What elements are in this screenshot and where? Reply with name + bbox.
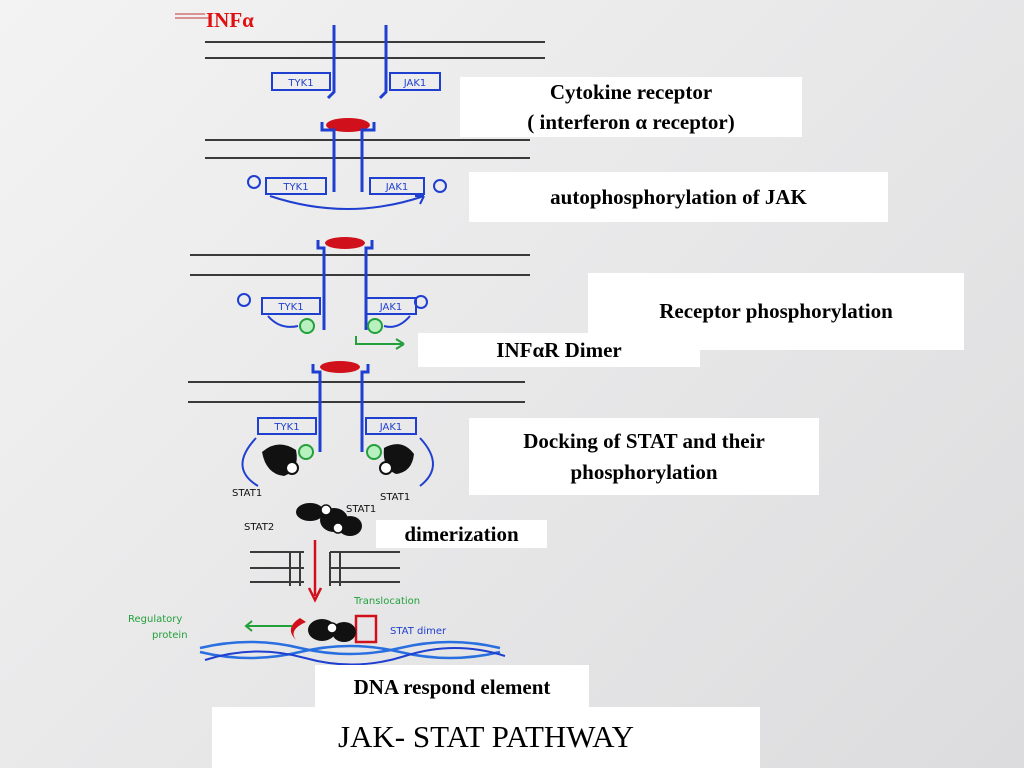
translocation-note: Translocation — [353, 596, 420, 607]
regulatory-protein-box — [354, 614, 378, 644]
nuclear-envelope: Translocation — [250, 540, 420, 607]
phosphorylation-arrow — [267, 315, 299, 328]
receptor-phosphate-icon — [299, 318, 315, 334]
receptor-chain-right — [364, 240, 374, 330]
ligand-blob — [325, 237, 365, 249]
receptor-chain-left — [311, 364, 322, 452]
regulatory-protein-note: Regulatory — [128, 614, 182, 625]
phosphate-icon — [332, 522, 344, 534]
stat-dimer — [296, 503, 324, 521]
stage-4-stat-docking: TYK1 JAK1 STAT1 STAT1 — [188, 361, 525, 503]
regulatory-protein-note: protein — [152, 630, 188, 641]
pathway-title: JAK- STAT PATHWAY — [212, 707, 760, 768]
phosphorylation-arrow — [383, 315, 411, 328]
stat-dimer — [338, 516, 362, 536]
stat2-text: STAT2 — [244, 522, 274, 533]
phosphate-icon — [326, 622, 338, 634]
receptor-chain-left — [316, 240, 326, 330]
cytokine-receptor-label: Cytokine receptor ( interferon α recepto… — [460, 77, 802, 137]
ligand-blob — [320, 361, 360, 373]
stage-5-dimerization: STAT1 STAT2 — [244, 503, 376, 536]
autophosphorylation-text: autophosphorylation of JAK — [550, 184, 807, 209]
stat1-text: STAT1 — [232, 488, 262, 499]
phosphate-icon — [379, 461, 393, 475]
tyk1-box — [257, 417, 317, 435]
nuclear-pore — [250, 551, 304, 586]
cross-arrow — [415, 195, 425, 205]
ligand-scribble — [175, 13, 210, 19]
stage-1-receptor: TYK1 JAK1 — [205, 25, 545, 100]
dna-binding: Regulatory protein STAT dimer — [128, 614, 506, 666]
receptor-chain-right — [360, 364, 370, 452]
tyk1-box — [271, 72, 331, 91]
tyk1-text: TYK1 — [273, 422, 299, 433]
stat-docking-line1: Docking of STAT and their — [523, 429, 765, 454]
stat1-text: STAT1 — [380, 492, 410, 503]
jak1-text: JAK1 — [379, 302, 403, 313]
stat-phosphate-icon — [298, 444, 314, 460]
phosphate-icon — [247, 175, 261, 189]
stat-dimer-on-dna — [332, 622, 356, 642]
receptor-chain-right — [378, 25, 388, 100]
phosphate-icon — [237, 293, 251, 307]
receptor-chain-right — [360, 122, 376, 192]
dimerization-text: dimerization — [404, 521, 519, 546]
dna-strand — [199, 644, 501, 660]
receptor-dimer-label: INFαR Dimer — [418, 333, 700, 367]
cytokine-receptor-line1: Cytokine receptor — [549, 79, 713, 104]
cross-arrow — [269, 195, 425, 210]
jak1-text: JAK1 — [403, 78, 427, 89]
jak1-text: JAK1 — [385, 182, 409, 193]
receptor-phosphate-icon — [367, 318, 383, 334]
tyk1-box — [265, 177, 327, 195]
receptor-phosphorylation-text: Receptor phosphorylation — [659, 299, 893, 324]
receptor-chain-left — [326, 25, 336, 100]
dna-element-text: DNA respond element — [353, 674, 551, 699]
dna-strand — [199, 640, 501, 656]
stat-dimer-note: STAT dimer — [390, 626, 447, 637]
regulatory-arrow — [244, 620, 292, 632]
jak1-box — [369, 177, 425, 195]
stage-3-receptor-phosphorylation: TYK1 JAK1 — [190, 237, 530, 350]
dimer-arrow — [355, 336, 405, 350]
tyk1-box — [261, 297, 321, 315]
translocation-arrowhead — [307, 587, 323, 603]
phosphate-icon — [285, 461, 299, 475]
ligand-blob — [326, 118, 370, 132]
dimerization-label: dimerization — [376, 520, 547, 548]
receptor-dimer-text: INFαR Dimer — [496, 337, 622, 362]
dna-element-label: DNA respond element — [315, 665, 589, 709]
receptor-chain-left — [320, 122, 336, 192]
stat-docking-label: Docking of STAT and their phosphorylatio… — [469, 418, 819, 495]
tyk1-text: TYK1 — [282, 182, 308, 193]
cytokine-receptor-line2: ( interferon α receptor) — [527, 110, 735, 134]
phosphate-icon — [433, 179, 447, 193]
nuclear-pore — [329, 551, 400, 586]
tyk1-text: TYK1 — [287, 78, 313, 89]
stat-phosphate-icon — [366, 444, 382, 460]
phosphate-icon — [414, 295, 428, 309]
stage-2-autophosphorylation: TYK1 JAK1 — [205, 118, 530, 210]
tyk1-text: TYK1 — [277, 302, 303, 313]
jak1-box — [365, 417, 417, 435]
stat-docking-line2: phosphorylation — [570, 459, 718, 484]
stat-docking-arc — [419, 437, 434, 487]
stat-docking-arc — [241, 437, 259, 487]
regulatory-protein — [290, 618, 306, 640]
stat1-text: STAT1 — [346, 504, 376, 515]
jak1-box — [389, 72, 441, 91]
phosphate-icon — [320, 504, 332, 516]
pathway-title-text: JAK- STAT PATHWAY — [337, 719, 635, 755]
dna-strand — [204, 647, 506, 666]
autophosphorylation-label: autophosphorylation of JAK — [469, 172, 888, 222]
ligand-label: INFα — [206, 8, 254, 32]
jak1-text: JAK1 — [379, 422, 403, 433]
